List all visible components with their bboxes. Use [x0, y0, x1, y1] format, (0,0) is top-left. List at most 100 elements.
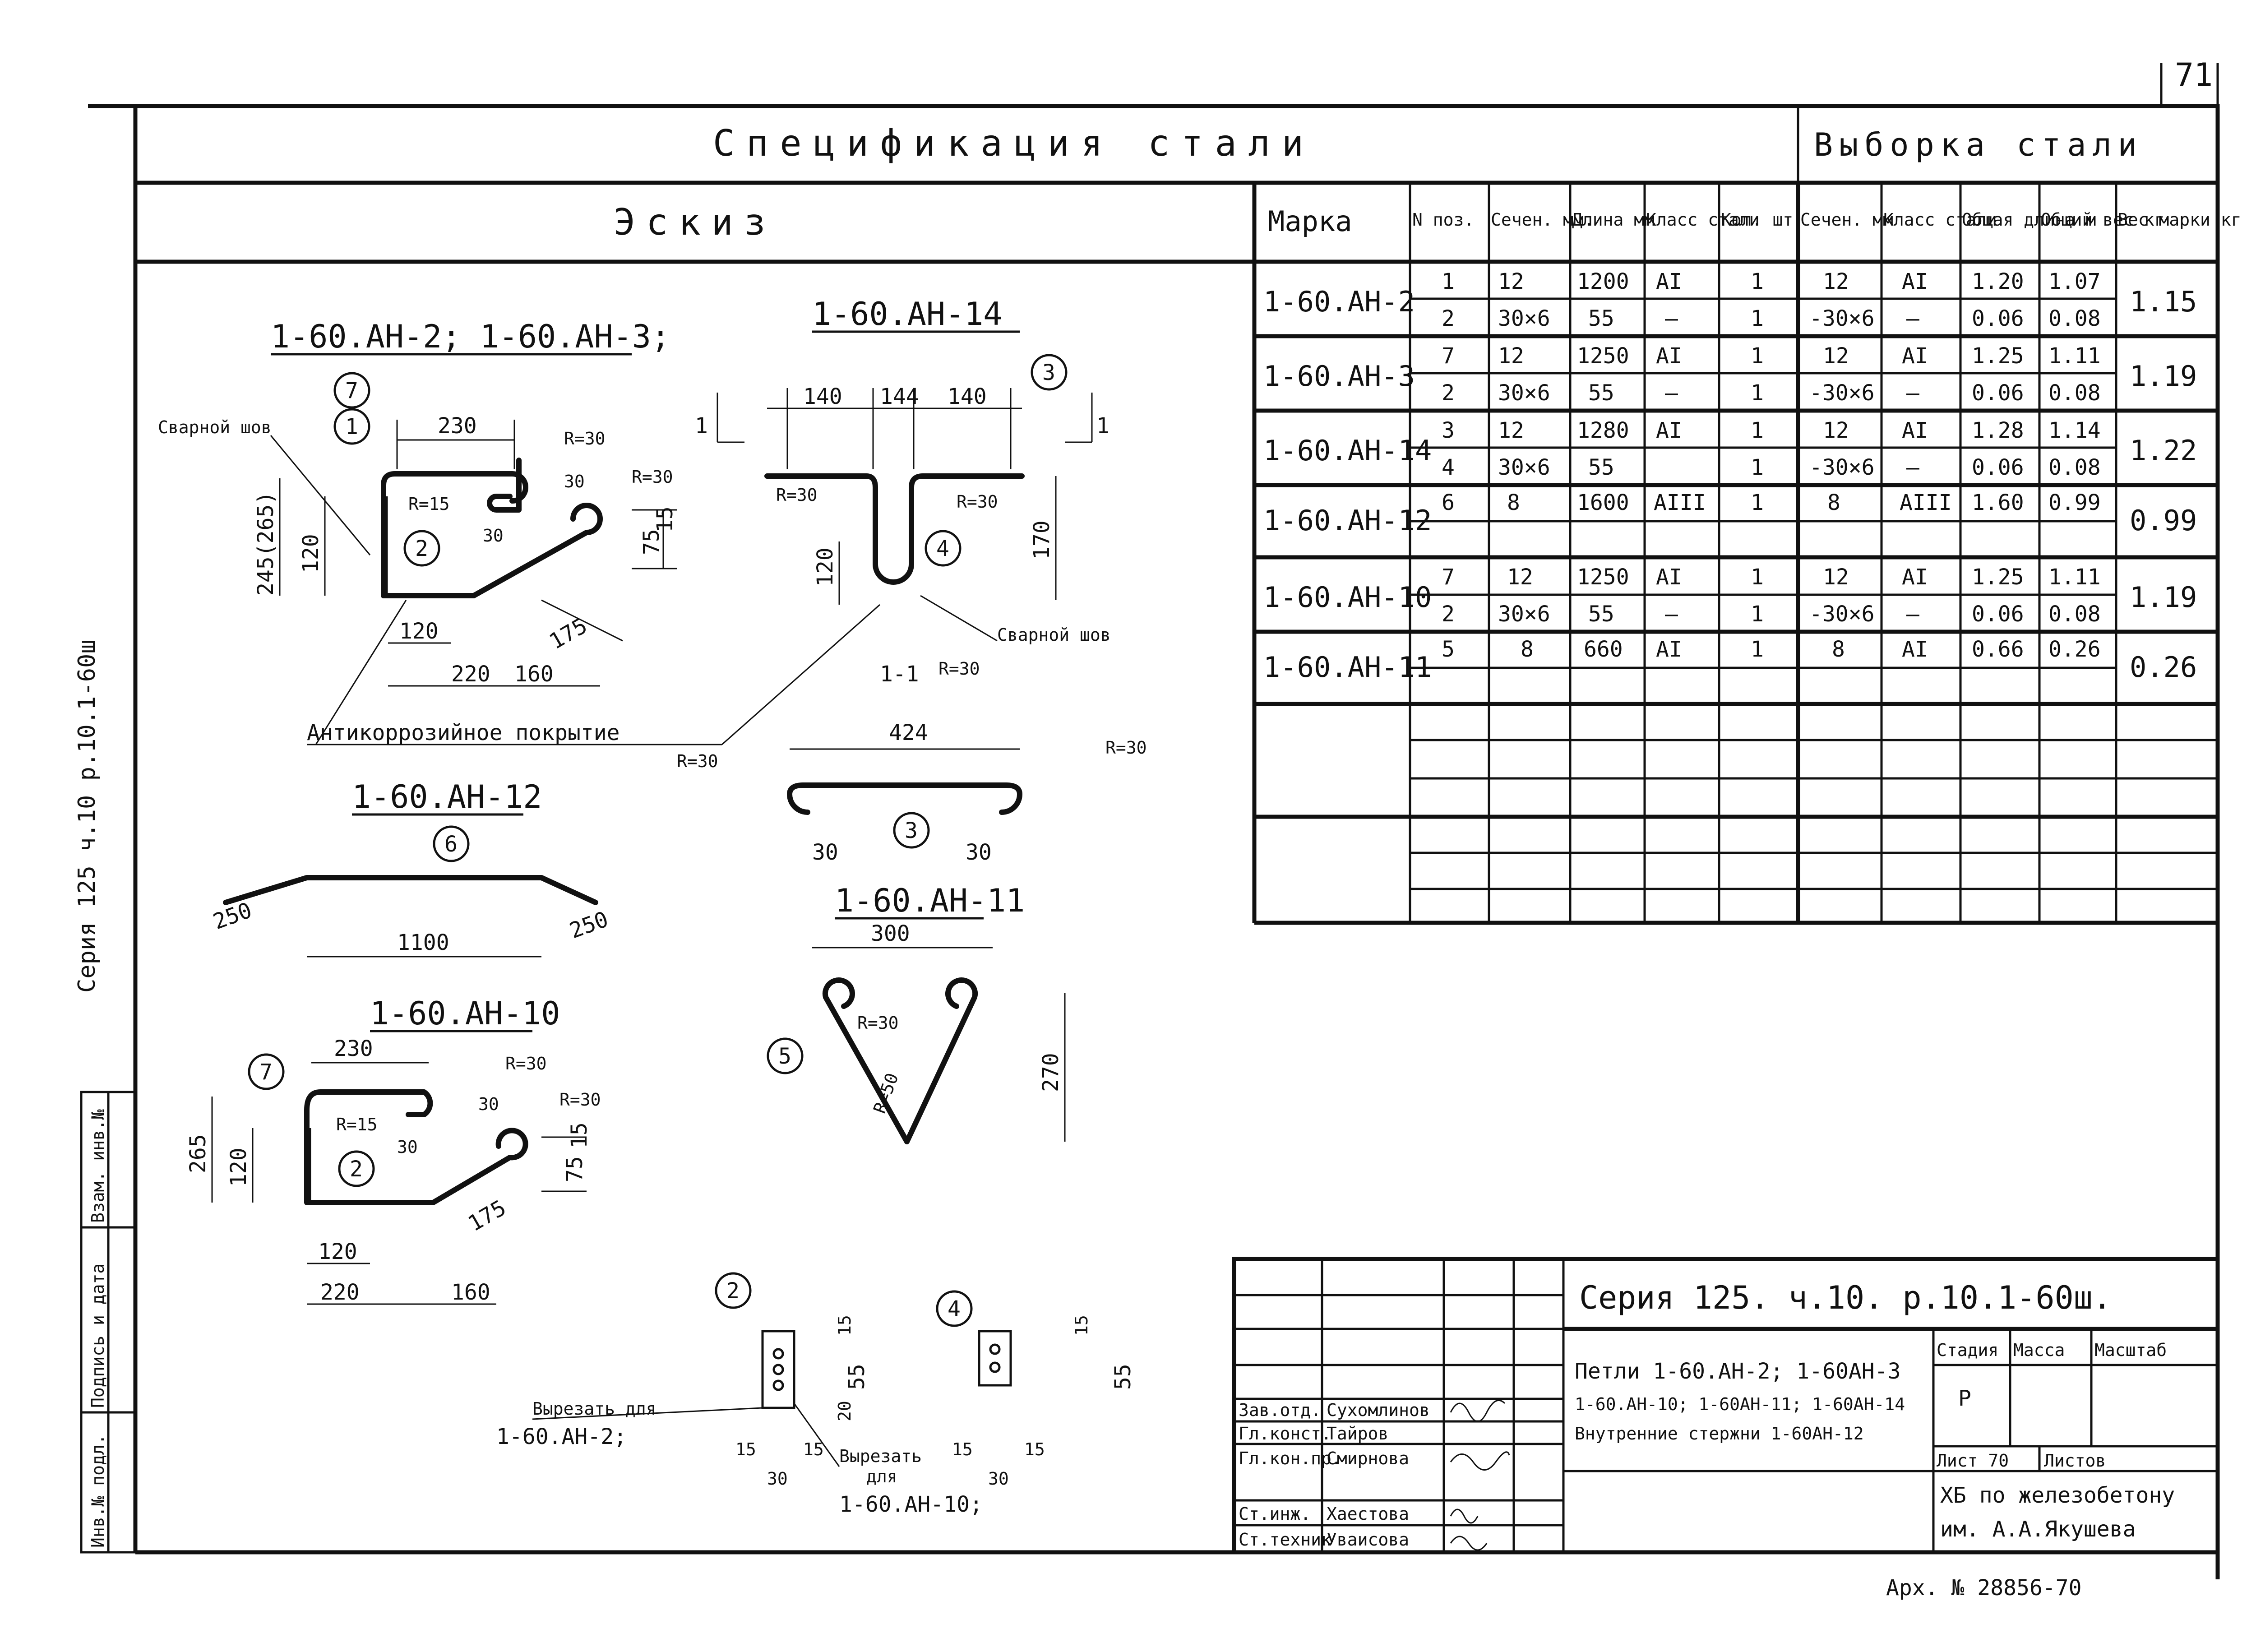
- col-pos: N поз.: [1412, 210, 1474, 230]
- pos-6-balloon: 6: [444, 832, 458, 857]
- archive-number: Арх. № 28856-70: [1886, 1575, 2081, 1601]
- staff-role: Зав.отд.: [1239, 1400, 1321, 1420]
- cell-len: 55: [1588, 306, 1614, 331]
- sketch-an10: 1-60.АН-10 230 265 120 120 220 160 R=15 …: [185, 995, 601, 1305]
- sketch-label-an2-an3: 1-60.АН-2; 1-60.АН-3;: [271, 318, 670, 355]
- cell-sec2: -30×6: [1809, 380, 1875, 406]
- cut-an10-l2: для: [866, 1467, 897, 1486]
- cell-sec: 8: [1507, 490, 1520, 515]
- cell-qty: 1: [1751, 306, 1764, 331]
- dim-230b: 230: [334, 1036, 373, 1061]
- sketch-an14: 1-60.АН-14 140 144 140 1 1 120 170 R=30 …: [695, 296, 1111, 687]
- dim-r30i: R=30: [559, 1090, 601, 1110]
- dim-55a: 55: [844, 1364, 869, 1390]
- cell-sec2: 8: [1827, 490, 1840, 515]
- cell-tw: 1.14: [2048, 418, 2101, 443]
- cell-tw: 1.07: [2048, 269, 2101, 294]
- cell-tw: 0.99: [2048, 490, 2101, 515]
- dim-140b: 140: [948, 384, 987, 409]
- cell-cls: AI: [1656, 269, 1682, 294]
- dim-30e: 30: [397, 1137, 418, 1157]
- pos-7-balloon: 7: [345, 378, 358, 403]
- dim-20: 20: [835, 1401, 855, 1421]
- cell-tw: 0.08: [2048, 455, 2101, 480]
- dim-15g: 15: [952, 1439, 973, 1459]
- dim-15e: 15: [803, 1439, 824, 1459]
- dim-30f: 30: [478, 1094, 499, 1114]
- cell-len: 55: [1588, 455, 1614, 480]
- tb-desc-3: Внутренние стержни 1-60АН-12: [1575, 1424, 1864, 1444]
- cell-tw: 0.08: [2048, 380, 2101, 406]
- cell-cls: AIII: [1654, 490, 1706, 515]
- dim-160b: 160: [451, 1280, 490, 1305]
- table-row-group: 1-60.АН-3 1.19 7 12 1250 AI 1 12 AI 1.25…: [1263, 343, 2197, 406]
- dim-120c: 120: [813, 547, 838, 587]
- mark-total: 0.99: [2130, 504, 2197, 537]
- cell-cls: —: [1665, 602, 1678, 627]
- cell-len: 1600: [1577, 490, 1629, 515]
- signature-mark: [1450, 1399, 1506, 1422]
- side-col-inv: Инв.№ подл.: [88, 1434, 108, 1548]
- cell-sec: 30×6: [1498, 306, 1550, 331]
- cell-cls2: —: [1906, 602, 1919, 627]
- dim-120b: 120: [399, 619, 439, 644]
- cell-qty: 1: [1751, 343, 1764, 369]
- dim-160: 160: [514, 662, 554, 687]
- cell-sec: 30×6: [1498, 380, 1550, 406]
- sketch-label-an14: 1-60.АН-14: [812, 296, 1002, 333]
- table-row-group: 1-60.АН-12 0.99 6 8 1600 AIII 1 8 AIII 1…: [1263, 490, 2197, 537]
- mark-name: 1-60.АН-11: [1263, 651, 1432, 684]
- cell-pos: 7: [1442, 343, 1455, 369]
- cell-tlen: 1.25: [1972, 565, 2024, 590]
- tb-desc-2: 1-60.АН-10; 1-60АН-11; 1-60АН-14: [1575, 1394, 1905, 1414]
- cell-len: 1250: [1577, 343, 1629, 369]
- col-total-length: Общая длина м: [1962, 210, 2096, 230]
- section-mark-right: 1: [1096, 413, 1110, 439]
- cell-qty: 1: [1751, 269, 1764, 294]
- pos-7b-balloon: 7: [259, 1060, 273, 1085]
- cell-tlen: 1.20: [1972, 269, 2024, 294]
- cell-sec2: 12: [1823, 343, 1849, 369]
- weld-label-a: Сварной шов: [158, 417, 272, 437]
- spec-table: [1252, 183, 2218, 925]
- section-label: 1-1: [880, 662, 919, 687]
- pos-3b-balloon: 3: [905, 818, 918, 843]
- cell-pos: 2: [1442, 380, 1455, 406]
- cell-cls2: AI: [1902, 269, 1928, 294]
- mark-name: 1-60.АН-10: [1263, 581, 1432, 614]
- cell-sec2: -30×6: [1809, 602, 1875, 627]
- cell-qty: 1: [1751, 637, 1764, 662]
- tb-scale-header: Масштаб: [2094, 1340, 2167, 1360]
- cell-pos: 1: [1442, 269, 1455, 294]
- cell-len: 1280: [1577, 418, 1629, 443]
- col-class: Класс стали: [1646, 210, 1760, 230]
- mark-name: 1-60.АН-14: [1263, 434, 1432, 467]
- signature-mark: [1450, 1509, 1479, 1524]
- dim-r30b: R=30: [632, 467, 673, 487]
- dim-r30c: R=30: [776, 485, 818, 505]
- cell-cls2: AIII: [1900, 490, 1952, 515]
- dim-120e: 120: [318, 1239, 357, 1264]
- cell-pos: 2: [1442, 306, 1455, 331]
- dim-r15b: R=15: [336, 1115, 378, 1134]
- dim-55b: 55: [1110, 1364, 1136, 1390]
- cell-tlen: 0.66: [1972, 637, 2024, 662]
- dim-30g: 30: [767, 1469, 788, 1489]
- dim-175b: 175: [464, 1195, 510, 1237]
- staff-name: Сухомлинов: [1327, 1400, 1430, 1420]
- dim-r30f: R=30: [677, 751, 718, 771]
- dim-270: 270: [1038, 1053, 1063, 1092]
- tb-sheet: Лист 70: [1937, 1451, 2009, 1471]
- cell-cls2: —: [1906, 306, 1919, 331]
- sketch-an11: 1-60.АН-11 300 270 R=30 R=50 5: [767, 882, 1066, 1144]
- mark-name: 1-60.АН-2: [1263, 285, 1415, 318]
- staff-role: Ст.инж.: [1239, 1504, 1311, 1524]
- col-mark: Марка: [1268, 205, 1352, 238]
- col-class2: Класс стали: [1883, 210, 1997, 230]
- cell-cls: AI: [1656, 418, 1682, 443]
- cell-sec2: 12: [1823, 418, 1849, 443]
- pos-4b-balloon: 4: [948, 1296, 961, 1322]
- cell-cls: AI: [1656, 637, 1682, 662]
- dim-140a: 140: [803, 384, 842, 409]
- cell-tw: 1.11: [2048, 565, 2101, 590]
